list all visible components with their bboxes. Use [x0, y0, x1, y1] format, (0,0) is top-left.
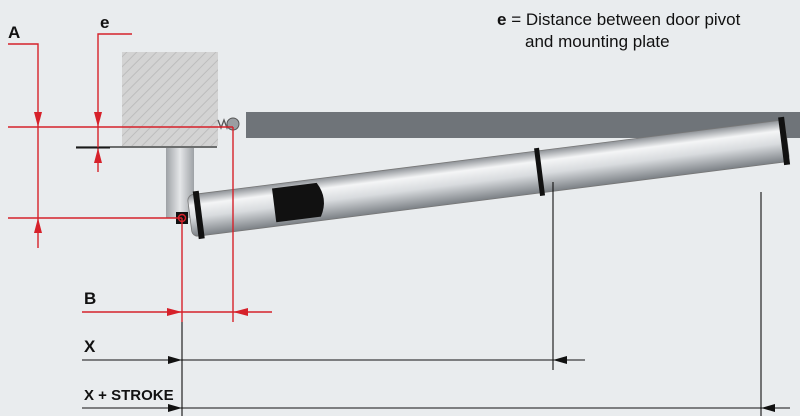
label-b: B [84, 289, 96, 308]
label-a: A [8, 23, 20, 42]
dim-e-arrow-bottom [94, 148, 102, 163]
dim-x-arrow-left [168, 356, 182, 364]
note-line-2: and mounting plate [525, 32, 670, 51]
wall-block [122, 52, 218, 146]
actuator-tube [187, 116, 791, 240]
label-x-stroke: X + STROKE [84, 387, 174, 404]
dim-b-arrow-left [167, 308, 182, 316]
dim-a-arrow-bottom [34, 218, 42, 233]
note-key: e [497, 10, 506, 29]
dim-e-arrow-top [94, 112, 102, 127]
label-x: X [84, 337, 96, 356]
note-line-1: e = Distance between door pivot [497, 10, 741, 29]
dim-b-arrow-right [233, 308, 248, 316]
dim-xs-arrow-right [761, 404, 775, 412]
dim-a-arrow-top [34, 112, 42, 127]
dim-xs-arrow-left [168, 404, 182, 412]
label-e: e [100, 13, 109, 32]
dim-a-leader [8, 43, 39, 248]
dim-x-arrow-right [553, 356, 567, 364]
note-eq: = Distance between door pivot [506, 10, 740, 29]
